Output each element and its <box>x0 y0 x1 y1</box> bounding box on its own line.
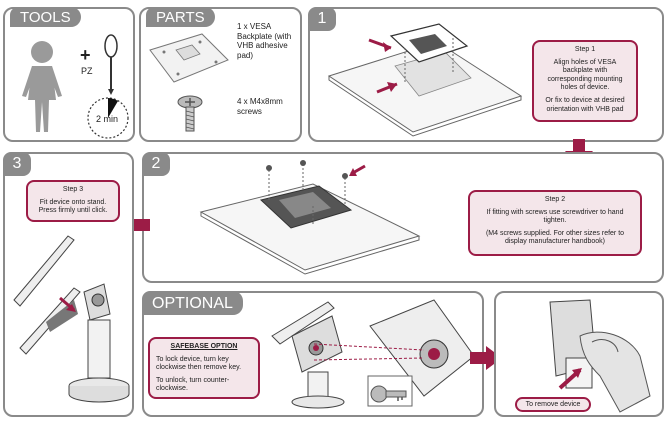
step1-text2: Or fix to device at desired orientation … <box>545 96 625 113</box>
remove-device-label: To remove device <box>515 397 591 412</box>
step1-number: 1 <box>308 7 336 31</box>
safebase-lock-text: To lock device, turn key clockwise then … <box>156 355 242 372</box>
step2-callout: Step 2 If fitting with screws use screwd… <box>468 190 642 256</box>
safebase-title: SAFEBASE OPTION <box>170 343 238 350</box>
step1-callout: Step 1 Align holes of VESA backplate wit… <box>532 40 638 122</box>
optional-title: OPTIONAL <box>142 291 243 315</box>
step1-device-illustration <box>327 23 523 137</box>
step2-text2: (M4 screws supplied. For other sizes ref… <box>485 229 625 246</box>
time-label: 2 min <box>96 114 119 124</box>
safebase-lock-closeup <box>313 299 475 407</box>
remove-device-text: To remove device <box>525 401 581 408</box>
parts-panel <box>139 7 302 142</box>
pz-label: PZ <box>81 66 93 76</box>
person-figure <box>22 41 62 132</box>
step2-number: 2 <box>142 152 170 176</box>
tools-title: TOOLS <box>10 7 81 27</box>
remove-device-illustration <box>549 299 651 413</box>
step3-stand-illustration <box>13 235 130 403</box>
screw-image <box>177 95 203 132</box>
step3-heading: Step 3 <box>62 186 84 193</box>
step1-heading: Step 1 <box>574 46 596 53</box>
step2-heading: Step 2 <box>544 196 566 203</box>
safebase-unlock-text: To unlock, turn counter-clockwise. <box>156 376 230 393</box>
safebase-stand-illustration <box>271 301 345 409</box>
step2-text1: If fitting with screws use screwdriver t… <box>486 208 624 225</box>
key-icon <box>370 385 407 403</box>
parts-item-backplate: 1 x VESA Backplate (with VHB adhesive pa… <box>237 22 292 60</box>
safebase-callout: SAFEBASE OPTION To lock device, turn key… <box>148 337 260 399</box>
step3-number: 3 <box>3 152 31 176</box>
step2-device-illustration <box>199 160 421 275</box>
clock-icon <box>87 97 129 139</box>
step3-text1: Fit device onto stand. Press firmly unti… <box>38 198 108 215</box>
parts-item-screws: 4 x M4x8mm screws <box>237 97 283 116</box>
step3-callout: Step 3 Fit device onto stand. Press firm… <box>26 180 120 222</box>
plus-icon: + <box>80 45 91 65</box>
screwdriver-icon <box>104 34 118 95</box>
parts-title: PARTS <box>146 7 215 27</box>
step1-text1: Align holes of VESA backplate with corre… <box>547 58 623 92</box>
vesa-backplate-image <box>149 33 229 83</box>
